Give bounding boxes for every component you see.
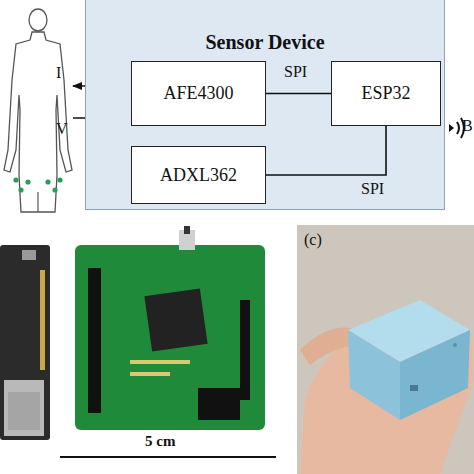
photo-device-in-hand <box>297 225 474 474</box>
wireless-symbol <box>449 118 464 138</box>
bus-label: SPI <box>284 63 307 81</box>
device-title: Sensor Device <box>205 31 324 54</box>
chip-box: ADXL362 <box>131 146 266 204</box>
photo-boards <box>0 226 276 457</box>
panel-label: (c) <box>304 231 322 249</box>
spi-bus-line <box>266 126 386 175</box>
signal-name: V <box>56 120 68 138</box>
signal-name: I <box>56 64 61 82</box>
human-figure <box>4 9 72 212</box>
protocol-name: B <box>462 117 473 135</box>
chip-box: ESP32 <box>331 61 441 126</box>
chip-name: AFE4300 <box>163 83 233 104</box>
device-box: Sensor DeviceAFE4300 ESP32ADXL362 <box>85 0 445 210</box>
bus-label: SPI <box>361 180 384 198</box>
chip-name: ESP32 <box>361 83 410 104</box>
chip-box: AFE4300 <box>131 61 266 126</box>
spi-bus-line <box>266 93 331 95</box>
chip-name: ADXL362 <box>160 165 237 186</box>
scale-label: 5 cm <box>145 433 175 450</box>
